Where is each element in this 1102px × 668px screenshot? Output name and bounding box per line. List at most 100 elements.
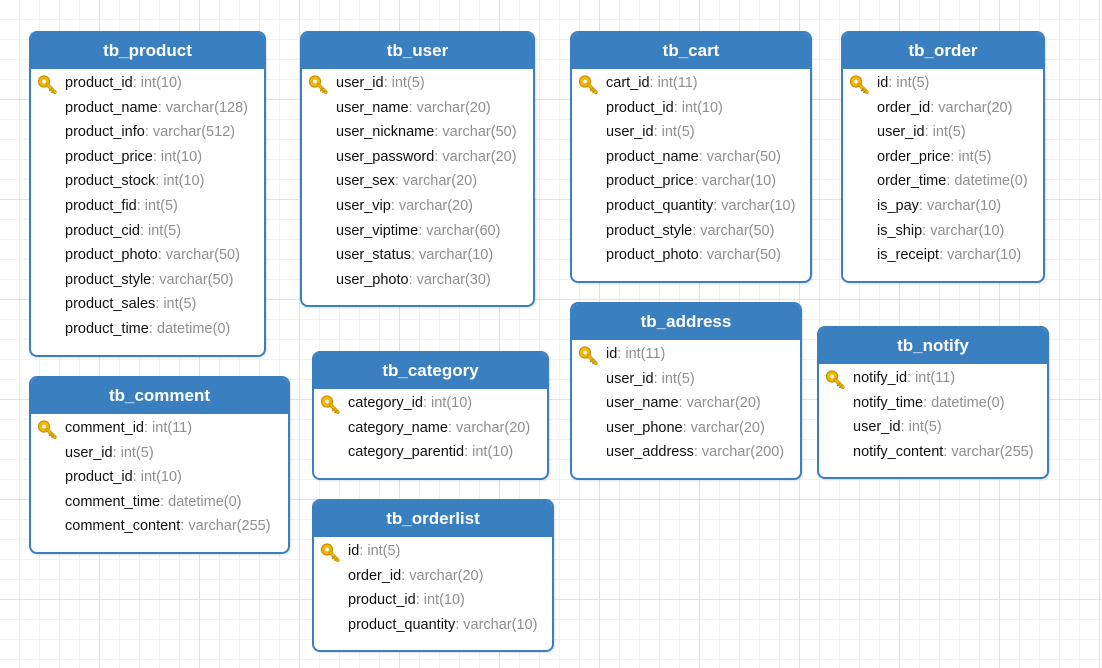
field-row[interactable]: order_id: varchar(20) xyxy=(843,96,1043,121)
table-title[interactable]: tb_address xyxy=(572,304,800,340)
field-row[interactable]: user_name: varchar(20) xyxy=(572,391,800,416)
field-name: user_photo xyxy=(336,271,409,288)
field-row[interactable]: product_id: int(10) xyxy=(572,96,810,121)
field-row[interactable]: product_name: varchar(128) xyxy=(31,96,264,121)
table-title[interactable]: tb_product xyxy=(31,33,264,69)
field-row[interactable]: comment_id: int(11) xyxy=(31,416,288,441)
field-type: : varchar(50) xyxy=(698,148,781,165)
field-row[interactable]: user_id: int(5) xyxy=(843,120,1043,145)
field-row[interactable]: id: int(5) xyxy=(314,539,552,564)
field-row[interactable]: cart_id: int(11) xyxy=(572,71,810,96)
table-title[interactable]: tb_notify xyxy=(819,328,1047,364)
field-row[interactable]: user_viptime: varchar(60) xyxy=(302,219,533,244)
field-row[interactable]: user_address: varchar(200) xyxy=(572,440,800,465)
field-row[interactable]: category_parentid: int(10) xyxy=(314,440,547,465)
field-row[interactable]: user_id: int(5) xyxy=(302,71,533,96)
field-row[interactable]: order_time: datetime(0) xyxy=(843,169,1043,194)
table-tb-notify[interactable]: tb_notify notify_id: int(11)notify_time:… xyxy=(817,326,1049,479)
field-row[interactable]: user_id: int(5) xyxy=(572,120,810,145)
field-name: order_id xyxy=(348,567,402,584)
field-row[interactable]: notify_id: int(11) xyxy=(819,366,1047,391)
field-type: : varchar(10) xyxy=(713,197,796,214)
field-type: : varchar(10) xyxy=(410,247,494,264)
field-row[interactable]: user_nickname: varchar(50) xyxy=(302,120,533,145)
field-row[interactable]: product_sales: int(5) xyxy=(31,292,264,317)
field-name: id xyxy=(606,346,618,362)
field-row[interactable]: notify_content: varchar(255) xyxy=(819,440,1047,465)
field-row[interactable]: product_quantity: varchar(10) xyxy=(314,613,552,638)
field-row[interactable]: product_id: int(10) xyxy=(31,465,288,490)
field-row[interactable]: user_id: int(5) xyxy=(31,441,288,466)
field-type: : int(11) xyxy=(649,75,698,91)
field-row[interactable]: product_cid: int(5) xyxy=(31,219,264,244)
field-row[interactable]: product_fid: int(5) xyxy=(31,194,264,219)
field-type: : int(5) xyxy=(155,296,197,313)
field-row[interactable]: category_id: int(10) xyxy=(314,391,547,416)
table-title[interactable]: tb_user xyxy=(302,33,533,69)
table-tb-cart[interactable]: tb_cart cart_id: int(11)product_id: int(… xyxy=(570,31,812,283)
field-name: product_id xyxy=(65,75,133,91)
table-tb-order[interactable]: tb_order id: int(5)order_id: varchar(20)… xyxy=(841,31,1045,283)
field-name: product_quantity xyxy=(348,616,456,633)
field-row[interactable]: user_sex: varchar(20) xyxy=(302,169,533,194)
field-type: : varchar(255) xyxy=(180,518,271,535)
table-tb-user[interactable]: tb_user user_id: int(5)user_name: varcha… xyxy=(300,31,535,307)
field-row[interactable]: product_photo: varchar(50) xyxy=(31,243,264,268)
field-row[interactable]: user_status: varchar(10) xyxy=(302,243,533,268)
field-row[interactable]: product_price: int(10) xyxy=(31,145,264,170)
field-row[interactable]: id: int(11) xyxy=(572,342,800,367)
field-type: : datetime(0) xyxy=(923,394,1005,411)
field-row[interactable]: product_price: varchar(10) xyxy=(572,169,810,194)
field-row[interactable]: user_id: int(5) xyxy=(819,415,1047,440)
field-type: : int(11) xyxy=(143,420,193,436)
field-row[interactable]: product_photo: varchar(50) xyxy=(572,243,810,268)
table-title[interactable]: tb_category xyxy=(314,353,547,389)
table-title[interactable]: tb_cart xyxy=(572,33,810,69)
field-list: product_id: int(10)product_name: varchar… xyxy=(31,69,264,342)
table-title[interactable]: tb_comment xyxy=(31,378,288,414)
table-title[interactable]: tb_order xyxy=(843,33,1043,69)
field-row[interactable]: product_name: varchar(50) xyxy=(572,145,810,170)
field-row[interactable]: product_info: varchar(512) xyxy=(31,120,264,145)
field-row[interactable]: user_id: int(5) xyxy=(572,367,800,392)
field-type: : int(5) xyxy=(653,370,695,387)
field-name: user_id xyxy=(65,444,113,461)
field-row[interactable]: user_photo: varchar(30) xyxy=(302,268,533,293)
field-row[interactable]: notify_time: datetime(0) xyxy=(819,391,1047,416)
field-type: : int(10) xyxy=(132,75,182,91)
field-row[interactable]: order_id: varchar(20) xyxy=(314,564,552,589)
field-row[interactable]: product_style: varchar(50) xyxy=(31,268,264,293)
field-row[interactable]: id: int(5) xyxy=(843,71,1043,96)
table-tb-product[interactable]: tb_product product_id: int(10)product_na… xyxy=(29,31,266,357)
field-type: : varchar(50) xyxy=(151,271,234,288)
field-name: user_name xyxy=(336,99,409,116)
field-row[interactable]: user_phone: varchar(20) xyxy=(572,416,800,441)
table-title[interactable]: tb_orderlist xyxy=(314,501,552,537)
field-row[interactable]: comment_time: datetime(0) xyxy=(31,490,288,515)
field-row[interactable]: order_price: int(5) xyxy=(843,145,1043,170)
field-row[interactable]: product_id: int(10) xyxy=(314,588,552,613)
field-name: category_name xyxy=(348,419,448,436)
field-type: : varchar(20) xyxy=(394,173,478,190)
field-row[interactable]: is_ship: varchar(10) xyxy=(843,219,1043,244)
field-row[interactable]: product_time: datetime(0) xyxy=(31,317,264,342)
field-row[interactable]: product_quantity: varchar(10) xyxy=(572,194,810,219)
field-row[interactable]: product_style: varchar(50) xyxy=(572,219,810,244)
table-tb-orderlist[interactable]: tb_orderlist id: int(5)order_id: varchar… xyxy=(312,499,554,652)
table-tb-comment[interactable]: tb_comment comment_id: int(11)user_id: i… xyxy=(29,376,290,554)
field-type: : varchar(512) xyxy=(144,124,236,141)
field-row[interactable]: user_password: varchar(20) xyxy=(302,145,533,170)
field-row[interactable]: product_id: int(10) xyxy=(31,71,264,96)
field-row[interactable]: user_name: varchar(20) xyxy=(302,96,533,121)
field-row[interactable]: is_receipt: varchar(10) xyxy=(843,243,1043,268)
table-tb-category[interactable]: tb_category category_id: int(10)category… xyxy=(312,351,549,480)
field-type: : int(10) xyxy=(464,444,514,461)
field-row[interactable]: product_stock: int(10) xyxy=(31,169,264,194)
field-name: user_sex xyxy=(336,173,395,190)
field-row[interactable]: category_name: varchar(20) xyxy=(314,416,547,441)
table-tb-address[interactable]: tb_address id: int(11)user_id: int(5)use… xyxy=(570,302,802,480)
field-row[interactable]: is_pay: varchar(10) xyxy=(843,194,1043,219)
field-row[interactable]: user_vip: varchar(20) xyxy=(302,194,533,219)
field-row[interactable]: comment_content: varchar(255) xyxy=(31,514,288,539)
field-name: notify_content xyxy=(853,443,944,460)
